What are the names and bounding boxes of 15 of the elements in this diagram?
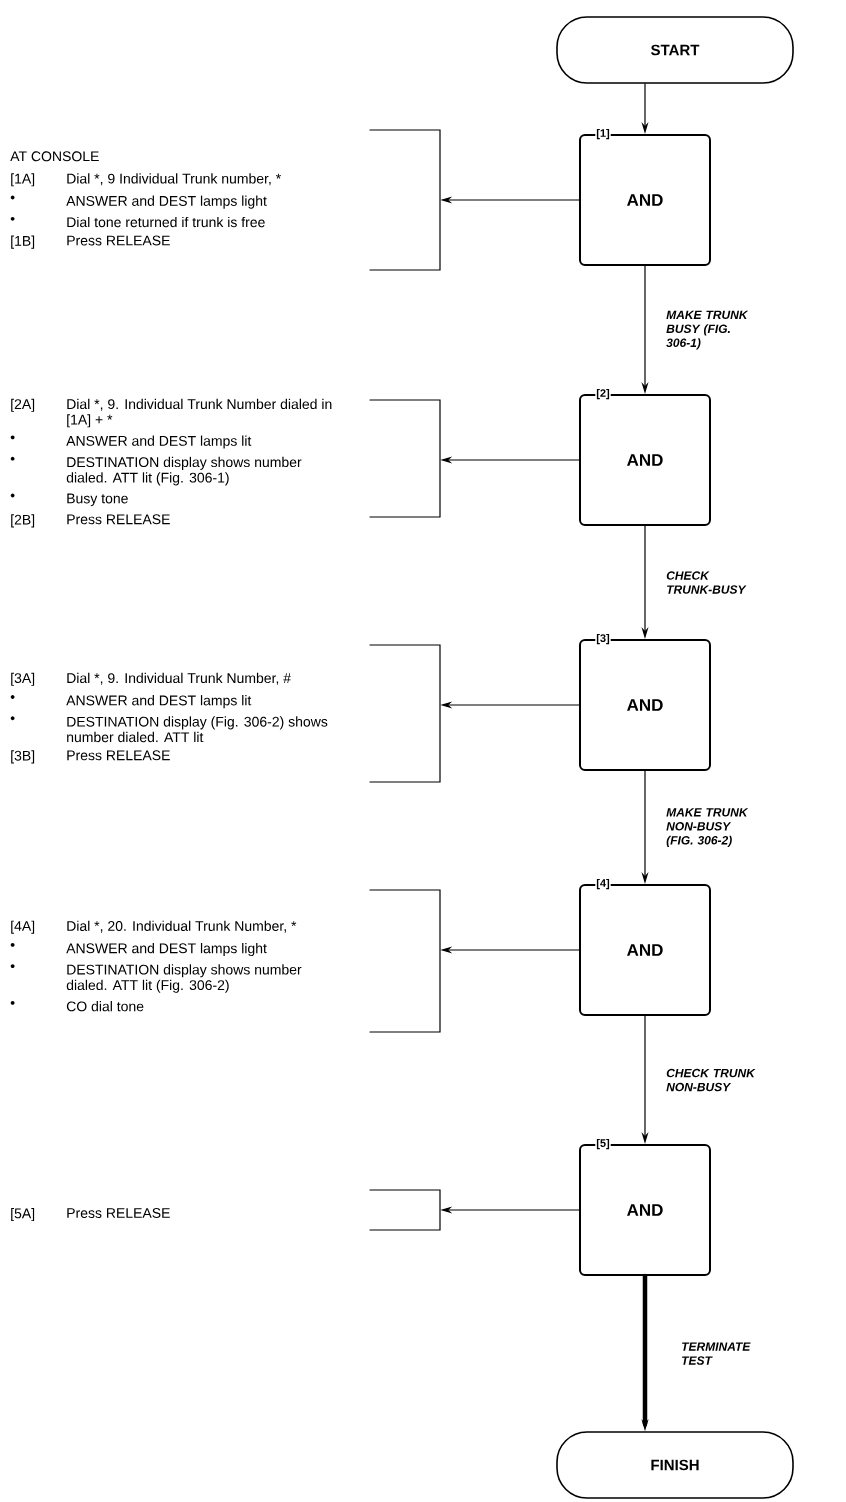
and-box: AND [1]	[579, 127, 711, 266]
and-box: AND [5]	[579, 1137, 711, 1276]
and-box: AND [2]	[579, 387, 711, 526]
edge-label: CHECK TRUNK NON-BUSY	[666, 1068, 756, 1092]
bracket-note: [5A] Press RELEASE	[11, 1189, 441, 1231]
edge-label: TERMINATE TEST	[682, 1342, 751, 1365]
bracket-note: AT CONSOLE [1A] Dial *, 9 Individual Trunk number, * • ANSWER and DEST lamps light • Dial tone returned if trunk is free [1B] Press RELEASE	[10, 129, 441, 271]
bracket-note: [4A] Dial *, 20. Individual Trunk Number, * • ANSWER and DEST lamps light • DESTINATION display shows number dialed. ATT lit (Fig. 306-2) • CO dial tone	[10, 889, 441, 1033]
bracket-note: [2A] Dial *, 9. Individual Trunk Number dialed in [1A] + * • ANSWER and DEST lamps lit • DESTINATION display shows number dialed. ATT lit (Fig. 306-1) • Busy tone [2B] Press RELEASE	[10, 398, 441, 528]
edge-label: MAKE TRUNK NON-BUSY (FIG. 306-2)	[666, 808, 749, 847]
and-box: AND [3]	[579, 632, 711, 771]
edge-label: CHECK TRUNK-BUSY	[666, 571, 747, 594]
edge-label: MAKE TRUNK BUSY (FIG. 306-1)	[666, 310, 749, 350]
and-box: AND [4]	[579, 877, 711, 1016]
bracket-note: [3A] Dial *, 9. Individual Trunk Number, # • ANSWER and DEST lamps lit • DESTINATION display (Fig. 306-2) shows number dialed. ATT lit [3B] Press RELEASE	[10, 644, 441, 783]
